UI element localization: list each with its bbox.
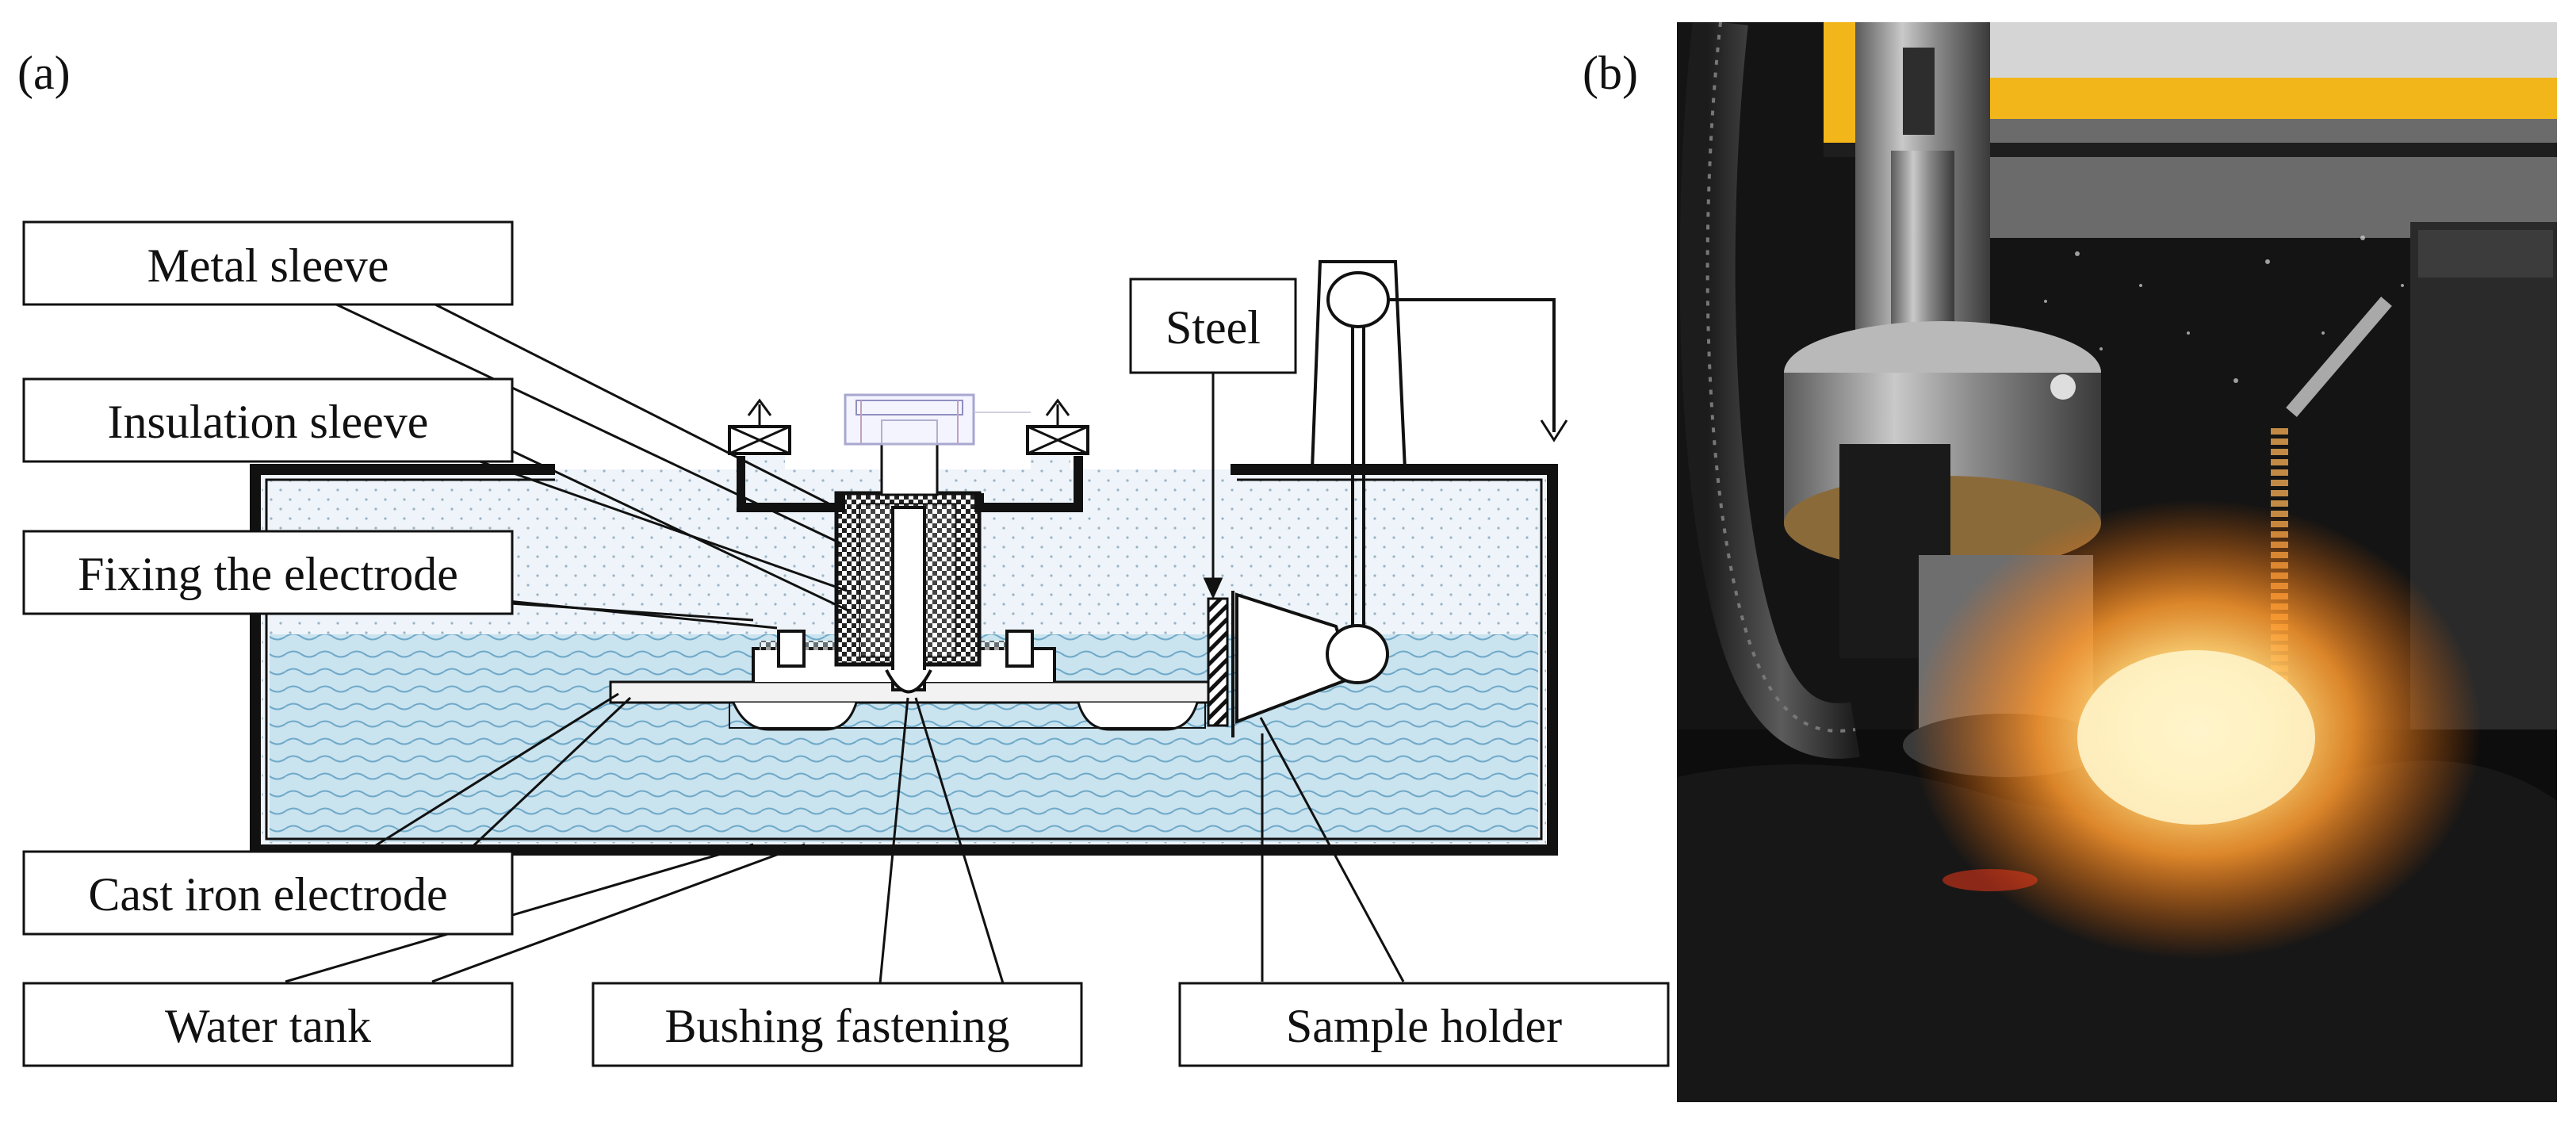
panel-b: (b) xyxy=(1583,22,2557,1102)
cooling-cup-left xyxy=(728,398,845,512)
label-sample-holder: Sample holder xyxy=(1178,982,1670,1067)
label-steel: Steel xyxy=(1129,278,1297,374)
sample-holder xyxy=(1207,260,1568,737)
svg-text:Insulation sleeve: Insulation sleeve xyxy=(108,396,429,448)
svg-text:Sample holder: Sample holder xyxy=(1286,1000,1562,1052)
label-bushing-fastening: Bushing fastening xyxy=(591,982,1083,1067)
svg-text:Fixing the electrode: Fixing the electrode xyxy=(78,548,458,600)
svg-text:Bushing fastening: Bushing fastening xyxy=(665,1000,1010,1052)
cooling-cup-right xyxy=(974,398,1089,512)
cast-iron-electrode xyxy=(609,680,1215,731)
process-photo xyxy=(1677,22,2557,1102)
label-insulation-sleeve: Insulation sleeve xyxy=(22,377,514,463)
panel-a: (a) xyxy=(17,47,1670,1067)
label-fixing-electrode: Fixing the electrode xyxy=(22,530,514,615)
panel-b-tag: (b) xyxy=(1583,47,1638,99)
svg-text:Cast iron electrode: Cast iron electrode xyxy=(88,868,447,921)
svg-text:Water tank: Water tank xyxy=(165,1000,371,1052)
svg-text:Metal sleeve: Metal sleeve xyxy=(147,239,389,292)
label-metal-sleeve: Metal sleeve xyxy=(22,220,514,306)
label-cast-iron-electrode: Cast iron electrode xyxy=(22,850,514,936)
sleeve-assembly xyxy=(834,393,1031,694)
panel-a-tag: (a) xyxy=(17,47,71,99)
leader-lines xyxy=(285,301,1405,984)
svg-text:Steel: Steel xyxy=(1166,301,1261,354)
label-water-tank: Water tank xyxy=(22,982,514,1067)
